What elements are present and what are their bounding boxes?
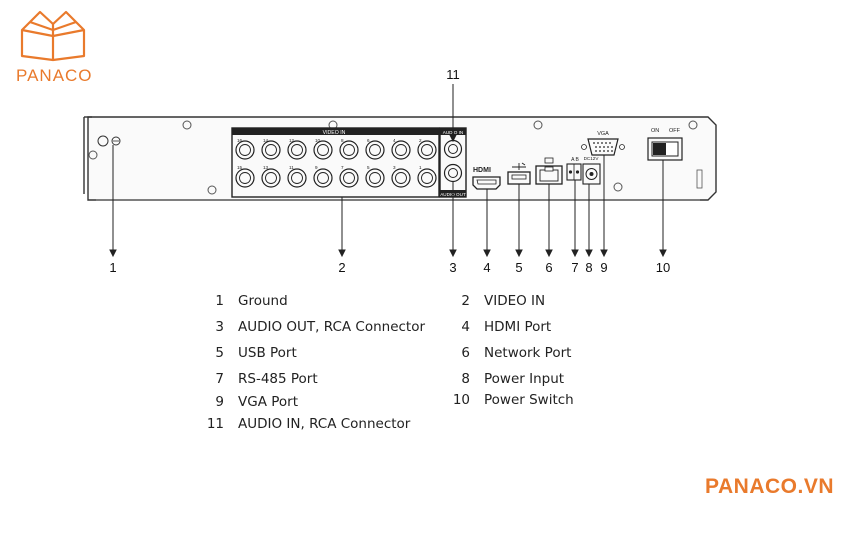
panaco-logo: PANACO <box>8 8 98 88</box>
bnc-connector <box>339 168 359 188</box>
audio-out-connector <box>443 163 463 183</box>
usb-icon <box>512 162 526 170</box>
hdmi-port: HDMI <box>472 167 501 190</box>
bnc-connector-inner <box>395 144 407 156</box>
callout-7: 7 <box>571 260 579 275</box>
ab-label: A B <box>571 157 579 163</box>
bnc-channel-number: 14 <box>263 138 269 143</box>
bnc-channel-number: 7 <box>341 165 344 170</box>
bnc-connector <box>287 168 307 188</box>
bnc-connector-inner <box>265 172 277 184</box>
vga-label: VGA <box>597 131 609 137</box>
video-in-label: VIDEO IN <box>323 130 346 136</box>
bnc-channel-number: 8 <box>341 138 344 143</box>
bnc-channel-number: 3 <box>393 165 396 170</box>
vga-port: VGA <box>581 131 625 156</box>
bnc-channel-number: 2 <box>419 138 422 143</box>
power-input: DC12V <box>582 156 601 185</box>
bnc-channel-number: 6 <box>367 138 370 143</box>
bnc-connector-inner <box>343 144 355 156</box>
callout-1: 1 <box>109 260 117 275</box>
bnc-connector-inner <box>291 172 303 184</box>
bnc-connector <box>417 140 437 160</box>
bnc-connector-inner <box>421 172 433 184</box>
bnc-connector <box>235 140 255 160</box>
bnc-connector <box>287 140 307 160</box>
bnc-channel-number: 11 <box>289 165 294 170</box>
bnc-connector <box>339 140 359 160</box>
bnc-connector <box>261 168 281 188</box>
bnc-channel-number: 13 <box>263 165 269 170</box>
callout-6: 6 <box>545 260 553 275</box>
bnc-connector <box>417 168 437 188</box>
bnc-connector-inner <box>317 144 329 156</box>
bnc-channel-number: 15 <box>237 165 243 170</box>
bnc-connector-inner <box>369 144 381 156</box>
rs485-port: A B <box>566 157 582 181</box>
bnc-channel-number: 16 <box>237 138 243 143</box>
callout-8: 8 <box>585 260 593 275</box>
bnc-connector-inner <box>317 172 329 184</box>
bnc-connector-inner <box>369 172 381 184</box>
callout-10: 10 <box>655 260 671 275</box>
off-label: OFF <box>669 128 681 134</box>
callout-4: 4 <box>483 260 491 275</box>
logo-text: PANACO <box>16 66 93 85</box>
video-in-block: VIDEO IN 16 14 12 10 8 6 4 2 15 13 11 9 7 5 3 1 <box>231 127 440 198</box>
bnc-channel-number: 1 <box>419 165 422 170</box>
callout-11: 11 <box>446 67 460 82</box>
bnc-connector-inner <box>265 144 277 156</box>
bnc-connector <box>235 168 255 188</box>
power-switch: ON OFF <box>647 128 683 161</box>
callout-5: 5 <box>515 260 523 275</box>
hdmi-label: HDMI <box>473 167 491 174</box>
bnc-connector <box>365 140 385 160</box>
callout-lines <box>109 84 667 258</box>
bnc-connector-inner <box>395 172 407 184</box>
bnc-channel-number: 10 <box>315 138 321 143</box>
bnc-channel-number: 4 <box>393 138 396 143</box>
ground-terminal <box>97 135 121 147</box>
dc-label: DC12V <box>584 156 600 161</box>
bnc-channel-number: 9 <box>315 165 318 170</box>
bnc-channel-number: 12 <box>289 138 295 143</box>
bnc-connector <box>261 140 281 160</box>
bnc-connector <box>391 140 411 160</box>
callout-3: 3 <box>449 260 457 275</box>
bnc-connector-inner <box>343 172 355 184</box>
bnc-connector <box>391 168 411 188</box>
network-icon <box>544 157 554 164</box>
network-port <box>535 157 563 185</box>
bnc-connector-inner <box>291 144 303 156</box>
bnc-connector-inner <box>421 144 433 156</box>
callout-2: 2 <box>338 260 346 275</box>
bnc-connector <box>313 140 333 160</box>
bnc-connector-inner <box>239 172 251 184</box>
brand-text: PANACO.VN <box>705 475 834 498</box>
bnc-connector <box>313 168 333 188</box>
callout-9: 9 <box>600 260 608 275</box>
book-logo-icon <box>20 10 86 62</box>
bnc-connector <box>365 168 385 188</box>
on-label: ON <box>651 128 659 134</box>
bnc-channel-number: 5 <box>367 165 370 170</box>
bnc-connector-inner <box>239 144 251 156</box>
